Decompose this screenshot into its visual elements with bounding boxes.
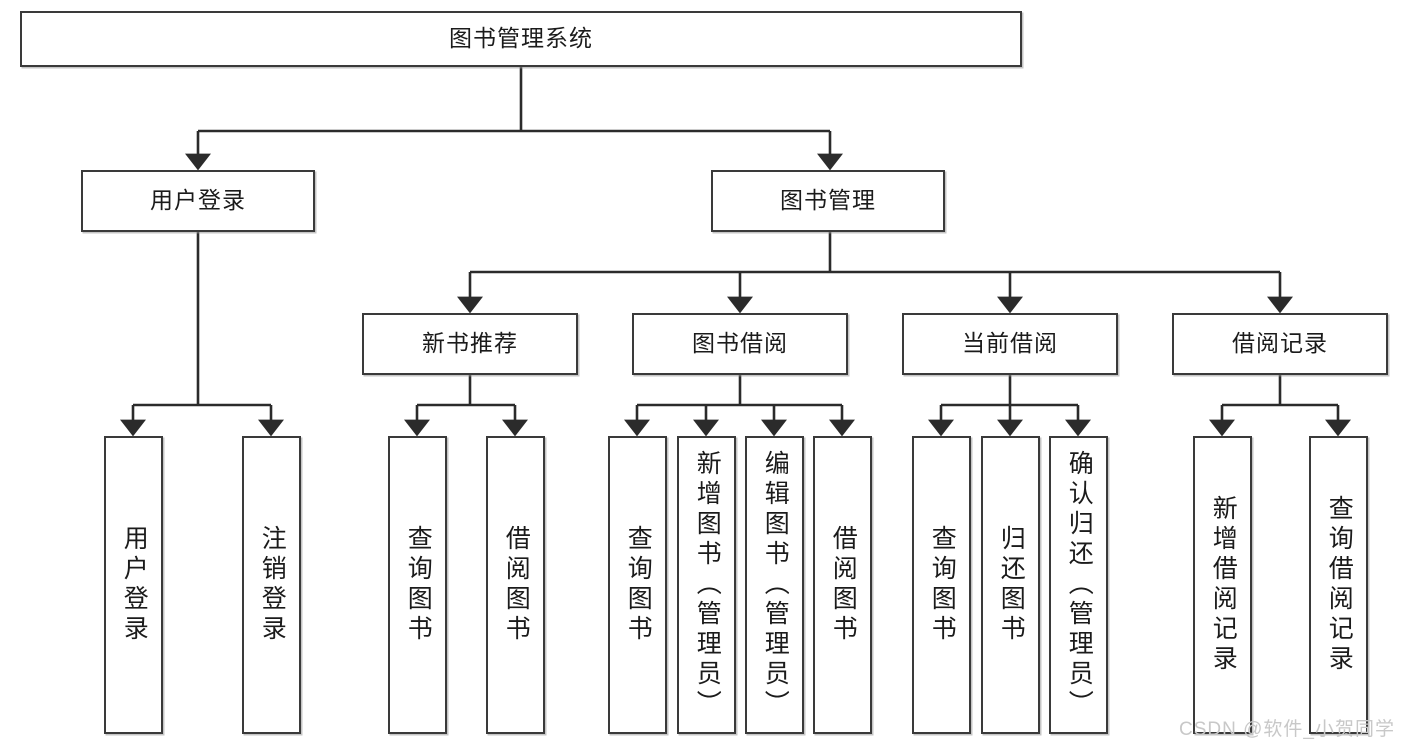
- leaf-user-login-login[interactable]: 用户登录: [104, 436, 163, 734]
- node-label: 查询图书: [404, 525, 433, 645]
- leaf-current-borrow-query-book[interactable]: 查询图书: [912, 436, 971, 734]
- node-new-book-recommend[interactable]: 新书推荐: [362, 313, 578, 375]
- node-label: 借阅记录: [1232, 330, 1328, 357]
- node-label: 图书借阅: [692, 330, 788, 357]
- csdn-watermark: CSDN @软件_小贺同学: [1179, 719, 1395, 740]
- node-label: 图书管理系统: [449, 25, 593, 52]
- leaf-book-borrow-query-book[interactable]: 查询图书: [608, 436, 667, 734]
- node-root-library-management-system[interactable]: 图书管理系统: [20, 11, 1022, 67]
- leaf-new-book-query-book[interactable]: 查询图书: [388, 436, 447, 734]
- node-label: 注销登录: [258, 525, 287, 645]
- node-label: 查询借阅记录: [1325, 495, 1354, 675]
- node-current-borrow[interactable]: 当前借阅: [902, 313, 1118, 375]
- node-label: 查询图书: [928, 525, 957, 645]
- node-label: 新增图书（管理员）: [693, 450, 722, 720]
- leaf-book-borrow-edit-book-admin[interactable]: 编辑图书（管理员）: [745, 436, 804, 734]
- node-label: 确认归还（管理员）: [1065, 450, 1094, 720]
- node-user-login[interactable]: 用户登录: [81, 170, 315, 232]
- leaf-user-login-logout[interactable]: 注销登录: [242, 436, 301, 734]
- leaf-book-borrow-borrow-book[interactable]: 借阅图书: [813, 436, 872, 734]
- node-label: 用户登录: [150, 187, 246, 214]
- node-label: 编辑图书（管理员）: [761, 450, 790, 720]
- leaf-book-borrow-add-book-admin[interactable]: 新增图书（管理员）: [677, 436, 736, 734]
- node-label: 新书推荐: [422, 330, 518, 357]
- leaf-new-book-borrow-book[interactable]: 借阅图书: [486, 436, 545, 734]
- leaf-borrow-record-add-record[interactable]: 新增借阅记录: [1193, 436, 1252, 734]
- node-label: 当前借阅: [962, 330, 1058, 357]
- node-label: 归还图书: [997, 525, 1026, 645]
- leaf-current-borrow-confirm-return-admin[interactable]: 确认归还（管理员）: [1049, 436, 1108, 734]
- node-label: 借阅图书: [502, 525, 531, 645]
- node-label: 查询图书: [624, 525, 653, 645]
- leaf-current-borrow-return-book[interactable]: 归还图书: [981, 436, 1040, 734]
- node-borrow-record[interactable]: 借阅记录: [1172, 313, 1388, 375]
- node-book-borrow[interactable]: 图书借阅: [632, 313, 848, 375]
- node-book-management[interactable]: 图书管理: [711, 170, 945, 232]
- node-label: 新增借阅记录: [1209, 495, 1238, 675]
- node-label: 图书管理: [780, 187, 876, 214]
- node-label: 用户登录: [120, 525, 149, 645]
- node-label: 借阅图书: [829, 525, 858, 645]
- leaf-borrow-record-query-record[interactable]: 查询借阅记录: [1309, 436, 1368, 734]
